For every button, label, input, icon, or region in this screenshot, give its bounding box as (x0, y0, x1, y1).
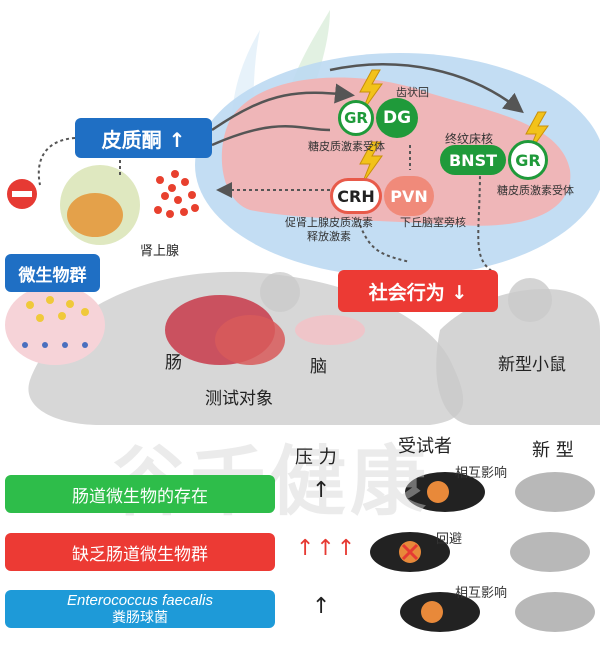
brain-label: 脑 (310, 357, 327, 377)
pvn-node: PVN (384, 176, 434, 216)
interaction-row3: 相互影响 (455, 586, 508, 601)
novel-mouse-label: 新型小鼠 (498, 355, 566, 375)
brain-organ (295, 315, 365, 345)
stress-arrow-row1: ↑ (312, 478, 331, 503)
test-subject-label: 测试对象 (205, 389, 273, 409)
microbiota-tag: 微生物群 (5, 254, 100, 292)
dg-node: DG (376, 98, 418, 138)
stress-header: 压 力 (295, 447, 337, 468)
enterococcus-cn: 粪肠球菌 (112, 609, 168, 626)
enterococcus-latin: Enterococcus faecalis (67, 591, 213, 609)
gr-node-right: GR (508, 140, 548, 180)
dentate-label: 齿状回 (396, 86, 429, 99)
microbiota-cells (5, 285, 105, 365)
novel-mouse-silhouette (436, 289, 600, 425)
cortisol-tag: 皮质酮 ↑ (75, 118, 212, 158)
hormone-particles (154, 170, 199, 218)
pvn-description: 下丘脑室旁核 (400, 216, 466, 229)
stress-arrow-row2: ↑↑↑ (296, 536, 358, 561)
gr-node-left: GR (338, 100, 374, 136)
crh-description: 促肾上腺皮质激素 释放激素 (285, 216, 373, 244)
interaction-row1: 相互影响 (455, 466, 508, 481)
brain-tissue (221, 77, 571, 226)
row-microbe-present: 肠道微生物的存在 (5, 475, 275, 513)
social-behavior-tag: 社会行为 ↓ (338, 270, 498, 312)
novel-header: 新 型 (532, 440, 574, 461)
row-enterococcus: Enterococcus faecalis 粪肠球菌 (5, 590, 275, 628)
gr-receptor-label-right: 糖皮质激素受体 (497, 184, 574, 197)
stress-arrow-row3: ↑ (312, 594, 331, 619)
row-microbe-absent: 缺乏肠道微生物群 (5, 533, 275, 571)
adrenal-label: 肾上腺 (140, 244, 180, 259)
gut-label: 肠 (165, 353, 182, 373)
interaction-row2: 回避 (436, 532, 463, 547)
bnst-label: 终纹床核 (445, 132, 494, 146)
gr-receptor-label-left: 糖皮质激素受体 (308, 140, 385, 153)
legend-mice (370, 472, 595, 632)
subject-header: 受试者 (398, 436, 452, 457)
crh-node: CRH (330, 178, 382, 214)
bnst-node: BNST (440, 145, 506, 175)
